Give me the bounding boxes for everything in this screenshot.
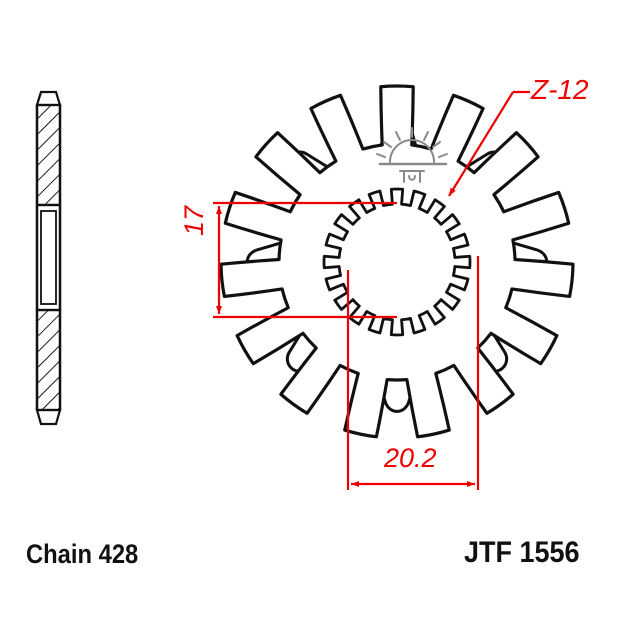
part-number-label: JTF 1556	[464, 536, 580, 569]
front-view-sprocket	[219, 84, 575, 439]
dimension-annotations	[213, 90, 530, 490]
side-view-lower-section	[35, 308, 62, 412]
side-view-bore-inner	[40, 210, 57, 305]
sprocket-spline-bore	[322, 187, 472, 337]
bore-height-dimension-label: 17	[179, 205, 209, 236]
chain-size-label: Chain 428	[26, 539, 139, 569]
side-section-view	[35, 90, 62, 426]
side-view-bottom-chamfer	[35, 408, 62, 426]
teeth-count-callout-label: Z-12	[531, 74, 589, 105]
bore-width-dimension-label: 20.2	[384, 443, 437, 473]
dim-z12-leader-line	[448, 91, 514, 197]
sunrise-logo-watermark	[376, 127, 448, 183]
side-view-top-chamfer	[35, 90, 62, 107]
side-view-upper-section	[35, 103, 62, 207]
